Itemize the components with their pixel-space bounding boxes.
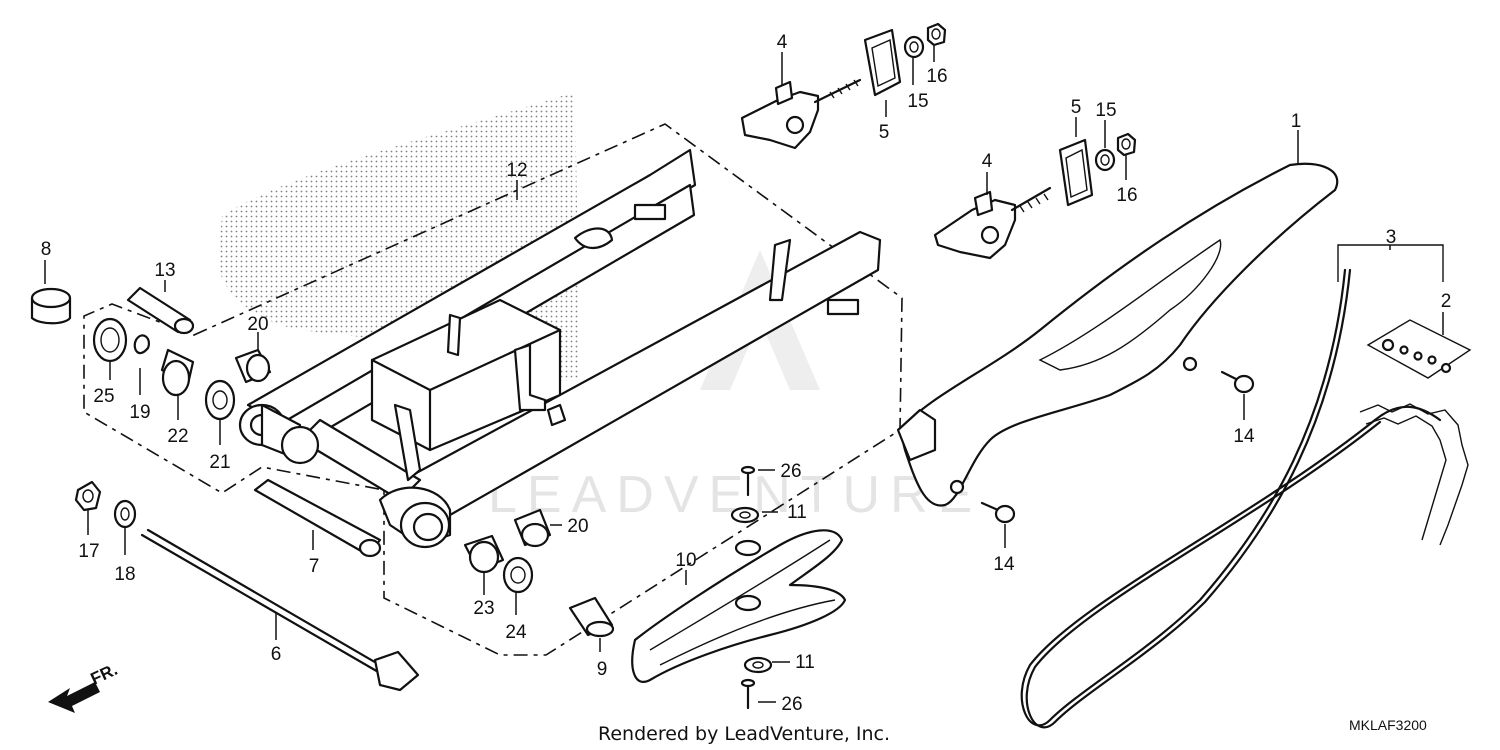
- needle-bearing-20b: [513, 508, 552, 548]
- callout-3: 3: [1386, 227, 1397, 248]
- ball-bearing-24: [502, 556, 534, 594]
- callout-14-upper: 14: [1233, 426, 1255, 447]
- callout-10: 10: [675, 550, 696, 571]
- screw-26-lower: [740, 678, 756, 710]
- callout-11-upper: 11: [787, 502, 807, 523]
- front-direction-arrow: FR.: [48, 660, 121, 713]
- callout-4-upper: 4: [777, 32, 788, 53]
- washers-nuts-upper: [903, 22, 947, 59]
- ball-bearing-21: [204, 379, 236, 421]
- callout-25: 25: [93, 386, 114, 407]
- pivot-collar-7: [253, 478, 382, 558]
- collar-11-lower: [743, 656, 773, 674]
- callout-8: 8: [41, 239, 52, 260]
- callout-6: 6: [271, 644, 282, 665]
- screw-14-lower: [980, 501, 1016, 524]
- dust-seal-25: [92, 317, 128, 363]
- callout-5-lower: 5: [1071, 97, 1082, 118]
- drive-chain: [1020, 268, 1469, 729]
- chain-adjuster-upper: [740, 78, 862, 150]
- chain-adjuster-lower: [933, 186, 1052, 260]
- needle-bearing-20a: [234, 348, 272, 384]
- collar-11-upper: [730, 506, 760, 524]
- callout-7: 7: [309, 556, 320, 577]
- washers-nuts-lower: [1094, 132, 1137, 172]
- callout-13: 13: [154, 260, 175, 281]
- adjuster-plate-upper: [863, 28, 902, 97]
- callout-21: 21: [209, 452, 230, 473]
- callout-5-upper: 5: [879, 122, 890, 143]
- callout-22: 22: [167, 426, 188, 447]
- callout-26-lower: 26: [781, 694, 802, 715]
- callout-20-upper: 20: [247, 314, 268, 335]
- callouts: 1 2 3 4 4 5 5 6 7 8 9 10 11 11 12 13 14 …: [41, 32, 1452, 715]
- callout-16-lower: 16: [1116, 185, 1137, 206]
- adjuster-plate-lower: [1058, 138, 1094, 207]
- chain-case: [896, 162, 1339, 507]
- circlip-19: [133, 334, 150, 355]
- swingarm: [238, 148, 882, 549]
- pivot-pipe-13: [126, 286, 195, 335]
- callout-26-upper: 26: [780, 461, 801, 482]
- callout-11-lower: 11: [795, 652, 815, 673]
- callout-20-lower: 20: [567, 516, 588, 537]
- callout-19: 19: [129, 402, 150, 423]
- callout-15-lower: 15: [1095, 100, 1116, 121]
- callout-14-lower: 14: [993, 554, 1015, 575]
- callout-18: 18: [114, 564, 135, 585]
- pivot-collar-8: [30, 287, 72, 325]
- callout-1: 1: [1291, 111, 1302, 132]
- chain-slider: [631, 529, 847, 683]
- needle-bearing-23: [463, 534, 505, 574]
- callout-24: 24: [505, 622, 527, 643]
- needle-bearing-22: [160, 348, 195, 397]
- callout-4-lower: 4: [982, 151, 993, 172]
- diagram-code: MKLAF3200: [1349, 717, 1427, 733]
- collar-9: [568, 596, 615, 638]
- callout-23: 23: [473, 598, 494, 619]
- screw-14-upper: [1220, 370, 1255, 394]
- callout-12: 12: [506, 160, 527, 181]
- callout-17: 17: [78, 541, 99, 562]
- chain-group-box: [1337, 244, 1444, 282]
- footer-credit: Rendered by LeadVenture, Inc.: [598, 723, 890, 745]
- callout-9: 9: [597, 659, 608, 680]
- chain-joint-kit: [1366, 319, 1472, 379]
- leader-lines: [44, 46, 1444, 703]
- washer-18: [113, 499, 137, 529]
- pivot-bolt-6: [140, 528, 420, 692]
- swingarm-group-box: [83, 123, 903, 656]
- callout-16-upper: 16: [926, 66, 947, 87]
- screw-26-upper: [740, 465, 756, 497]
- callout-2: 2: [1441, 291, 1452, 312]
- watermark-text: LEADVENTURE: [488, 466, 982, 524]
- callout-15-upper: 15: [907, 91, 928, 112]
- nut-17: [74, 480, 102, 512]
